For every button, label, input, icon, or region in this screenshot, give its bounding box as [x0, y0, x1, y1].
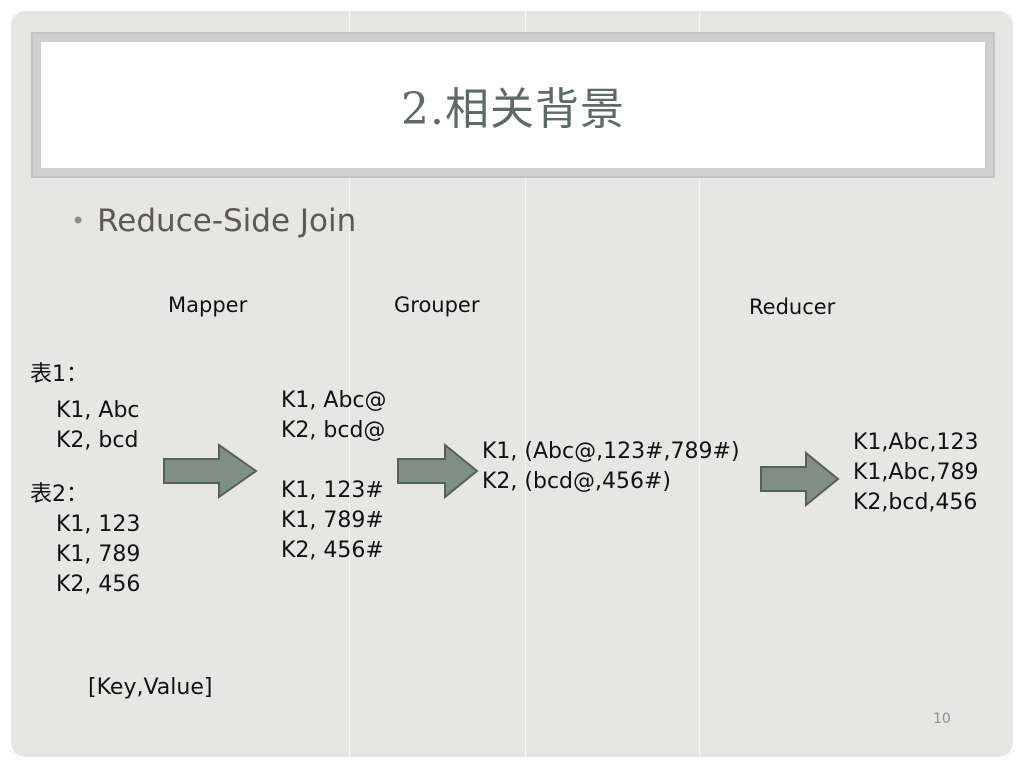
stage-label-mapper: Mapper — [168, 293, 248, 317]
bullet-item: • Reduce-Side Join — [71, 203, 356, 239]
stage-label-reducer: Reducer — [749, 295, 836, 319]
grouped-pair: K1, (Abc@,123#,789#) — [482, 439, 740, 464]
table2-label: 表2： — [30, 482, 88, 507]
mapped-pair: K2, 456# — [281, 538, 384, 563]
bullet-icon: • — [71, 207, 86, 235]
mapped-pair: K1, Abc@ — [281, 388, 387, 413]
background-rule — [699, 11, 700, 757]
stage-label-grouper: Grouper — [394, 293, 480, 317]
background-rule — [525, 11, 526, 757]
key-value-note: [Key,Value] — [88, 675, 213, 700]
title-frame: 2.相关背景 — [31, 32, 995, 178]
reducer-arrow-icon — [760, 451, 840, 507]
mapper-output-1: K1, Abc@ K2, bcd@ — [281, 386, 387, 446]
bullet-text: Reduce-Side Join — [97, 203, 357, 239]
table1-row: K2, bcd — [56, 428, 139, 453]
joined-row: K1,Abc,789 — [853, 460, 979, 485]
table2-row: K2, 456 — [56, 572, 141, 597]
mapper-arrow-icon — [163, 443, 258, 499]
mapped-pair: K1, 123# — [281, 478, 384, 503]
mapper-output-2: K1, 123# K1, 789# K2, 456# — [281, 476, 384, 566]
page-number: 10 — [933, 711, 951, 727]
mapped-pair: K2, bcd@ — [281, 418, 386, 443]
title-box: 2.相关背景 — [41, 42, 985, 168]
background-rule — [349, 11, 350, 757]
table2-row: K1, 123 — [56, 512, 141, 537]
mapped-pair: K1, 789# — [281, 508, 384, 533]
table1-label: 表1： — [30, 362, 88, 387]
table2-rows: K1, 123 K1, 789 K2, 456 — [56, 510, 140, 600]
grouped-pair: K2, (bcd@,456#) — [482, 469, 672, 494]
grouper-output: K1, (Abc@,123#,789#) K2, (bcd@,456#) — [482, 437, 740, 497]
slide: 2.相关背景 • Reduce-Side Join — [11, 11, 1013, 757]
reducer-output: K1,Abc,123 K1,Abc,789 K2,bcd,456 — [853, 428, 979, 518]
joined-row: K2,bcd,456 — [853, 490, 978, 515]
table1-row: K1, Abc — [56, 398, 140, 423]
table1-rows: K1, Abc K2, bcd — [56, 396, 140, 456]
grouper-arrow-icon — [397, 443, 479, 499]
table2-row: K1, 789 — [56, 542, 141, 567]
slide-title: 2.相关背景 — [401, 84, 625, 135]
joined-row: K1,Abc,123 — [853, 430, 979, 455]
